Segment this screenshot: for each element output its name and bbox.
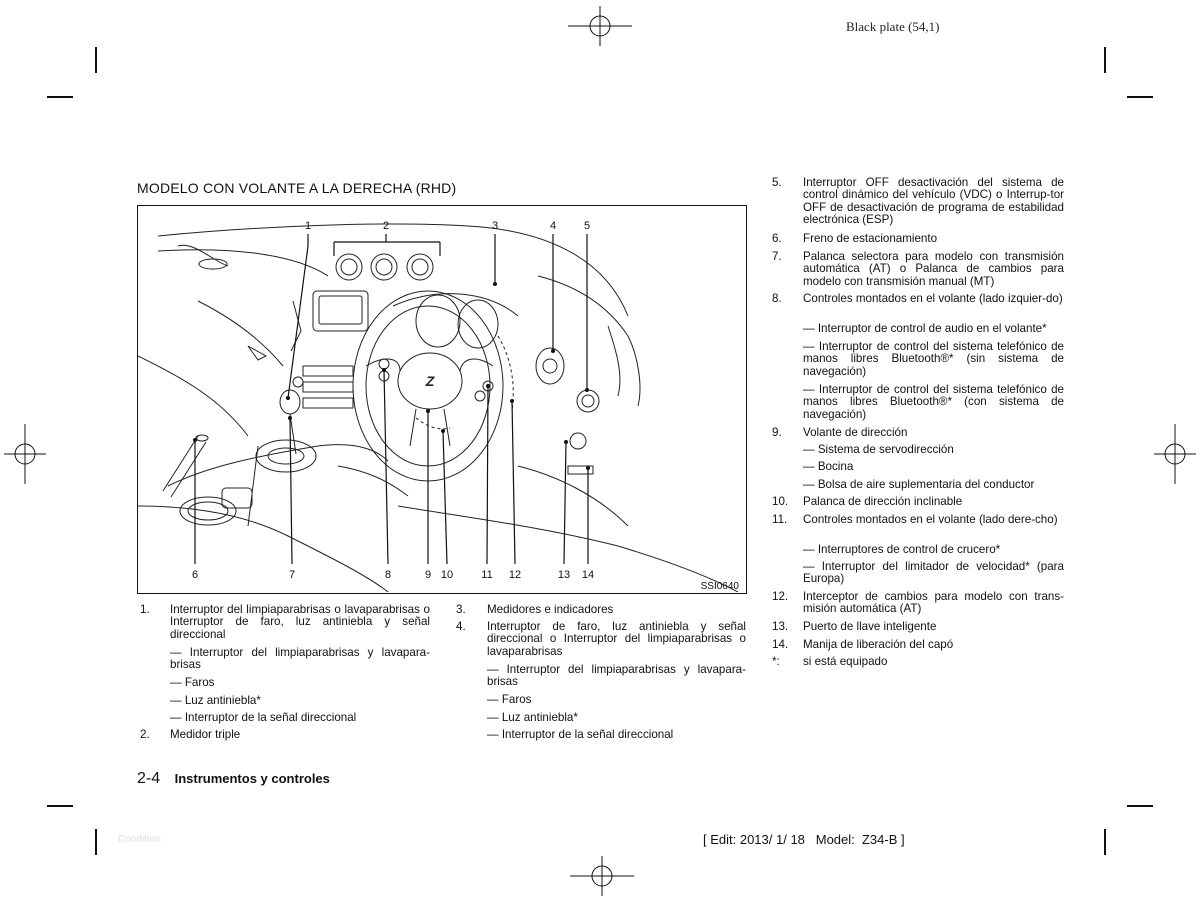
item-number: 4.: [456, 620, 466, 633]
item-number: 13.: [772, 620, 789, 633]
callout-13: 13: [558, 569, 570, 581]
item-text: Medidores e indicadores: [487, 603, 614, 616]
item-text: Interceptor de cambios para modelo con t…: [803, 590, 1064, 616]
item-number: 14.: [772, 638, 789, 651]
item-text: Controles montados en el volante (lado d…: [803, 513, 1058, 526]
list-subitem: — Interruptores de control de crucero*: [803, 543, 1001, 556]
callout-8: 8: [385, 569, 391, 581]
item-text: Puerto de llave inteligente: [803, 620, 937, 633]
page-number: 2-4: [137, 770, 161, 787]
registration-mark-left: [4, 424, 46, 484]
item-number: 6.: [772, 232, 782, 245]
list-subitem: — Interruptor del limpiaparabrisas y lav…: [487, 663, 746, 689]
list-subitem: — Interruptor de la señal direccional: [487, 728, 674, 741]
svg-text:Z: Z: [425, 373, 435, 389]
callout-6: 6: [192, 569, 198, 581]
page-title: Instrumentos y controles: [174, 771, 330, 786]
registration-mark-bottom: [570, 856, 634, 896]
item-text: Interruptor del limpiaparabrisas o lavap…: [170, 603, 430, 641]
callout-10: 10: [441, 569, 453, 581]
callout-4: 4: [550, 220, 556, 232]
item-text: Palanca selectora para modelo con transm…: [803, 250, 1064, 288]
plate-label: Black plate (54,1): [846, 19, 940, 34]
item-number: 5.: [772, 176, 782, 189]
figure-code: SSI0640: [701, 581, 740, 592]
section-title: MODELO CON VOLANTE A LA DERECHA (RHD): [137, 180, 457, 196]
crop-mark-top-left-v: [95, 47, 97, 73]
item-text: Interruptor de faro, luz antiniebla y se…: [487, 620, 746, 658]
crop-mark-top-left-h: [47, 96, 73, 98]
item-text: Interruptor OFF desactivación del sistem…: [803, 176, 1064, 227]
callout-3: 3: [492, 220, 498, 232]
item-text: Manija de liberación del capó: [803, 638, 954, 651]
item-text: Volante de dirección: [803, 426, 908, 439]
item-text: si está equipado: [803, 655, 888, 668]
list-subitem: — Bolsa de aire suplementaria del conduc…: [803, 478, 1035, 491]
list-subitem: — Luz antiniebla*: [170, 694, 261, 707]
callout-11: 11: [481, 569, 492, 581]
item-number: 2.: [140, 728, 150, 741]
list-subitem: — Interruptor de control del sistema tel…: [803, 383, 1064, 421]
list-subitem: — Faros: [170, 676, 215, 689]
item-number: *:: [772, 655, 780, 668]
item-number: 11.: [772, 513, 788, 526]
list-subitem: — Interruptor del limpiaparabrisas y lav…: [170, 646, 430, 672]
callout-5: 5: [584, 220, 590, 232]
crop-mark-bottom-left-v: [95, 829, 97, 855]
item-text: Palanca de dirección inclinable: [803, 495, 963, 508]
list-subitem: — Faros: [487, 693, 532, 706]
callout-1: 1: [305, 220, 311, 232]
list-subitem: — Luz antiniebla*: [487, 711, 578, 724]
edit-info: [ Edit: 2013/ 1/ 18 Model: Z34-B ]: [703, 832, 905, 847]
item-number: 1.: [140, 603, 150, 616]
item-number: 10.: [772, 495, 789, 508]
list-subitem: — Interruptor de control de audio en el …: [803, 322, 1047, 335]
crop-mark-bottom-right-h: [1127, 805, 1153, 807]
registration-mark-right: [1154, 424, 1196, 484]
callout-12: 12: [509, 569, 521, 581]
list-subitem: — Interruptor de la señal direccional: [170, 711, 357, 724]
item-text: Medidor triple: [170, 728, 241, 741]
item-number: 3.: [456, 603, 466, 616]
callout-7: 7: [289, 569, 295, 581]
item-number: 9.: [772, 426, 782, 439]
list-subitem: — Interruptor de control del sistema tel…: [803, 340, 1064, 378]
registration-mark-top: [568, 6, 632, 46]
list-subitem: — Interruptor del limitador de velocidad…: [803, 560, 1064, 586]
item-number: 12.: [772, 590, 789, 603]
callout-9: 9: [425, 569, 431, 581]
item-number: 7.: [772, 250, 782, 263]
figure-frame: Z: [137, 205, 747, 594]
condition-label: Condition:: [118, 834, 164, 845]
crop-mark-bottom-right-v: [1104, 829, 1106, 855]
dashboard-illustration: Z: [138, 220, 740, 592]
callout-14: 14: [582, 569, 594, 581]
crop-mark-top-right-v: [1104, 47, 1106, 73]
item-text: Freno de estacionamiento: [803, 232, 938, 245]
crop-mark-top-right-h: [1127, 96, 1153, 98]
page-footer: 2-4 Instrumentos y controles: [137, 770, 330, 788]
item-text: Controles montados en el volante (lado i…: [803, 292, 1063, 305]
list-subitem: — Bocina: [803, 460, 854, 473]
list-subitem: — Sistema de servodirección: [803, 443, 954, 456]
crop-mark-bottom-left-h: [47, 805, 73, 807]
callout-2: 2: [383, 220, 389, 232]
item-number: 8.: [772, 292, 782, 305]
